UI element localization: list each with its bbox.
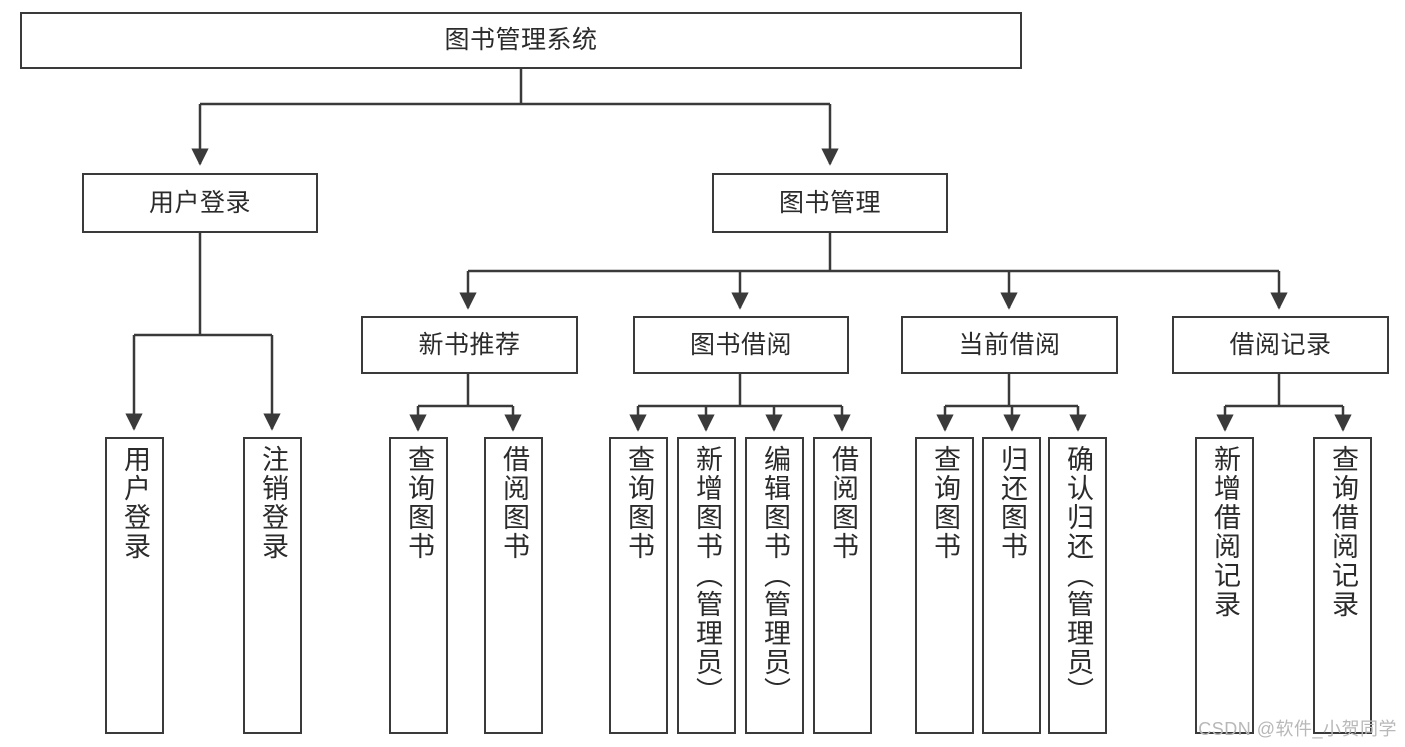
leaf-borrow-record-query-record[interactable]: 查询借阅记录 xyxy=(1313,437,1372,734)
node-label: 查询借阅记录 xyxy=(1328,445,1358,619)
node-root-book-management-system[interactable]: 图书管理系统 xyxy=(20,12,1022,69)
node-label: 用户登录 xyxy=(120,445,150,561)
leaf-borrow-record-add-record[interactable]: 新增借阅记录 xyxy=(1195,437,1254,734)
leaf-new-book-borrow-book[interactable]: 借阅图书 xyxy=(484,437,543,734)
csdn-watermark: CSDN @软件_小贺同学 xyxy=(1198,719,1397,739)
leaf-current-borrow-confirm-return-admin[interactable]: 确认归还（管理员） xyxy=(1048,437,1107,734)
leaf-new-book-query-book[interactable]: 查询图书 xyxy=(389,437,448,734)
leaf-book-borrow-borrow-book[interactable]: 借阅图书 xyxy=(813,437,872,734)
node-label: 图书管理系统 xyxy=(444,26,598,55)
node-label: 借阅记录 xyxy=(1229,330,1332,359)
node-user-login[interactable]: 用户登录 xyxy=(82,173,318,233)
node-label: 图书管理 xyxy=(778,188,881,217)
node-label: 借阅图书 xyxy=(499,445,529,561)
node-label: 归还图书 xyxy=(997,445,1027,561)
node-label: 编辑图书（管理员） xyxy=(760,445,790,706)
leaf-user-login-login[interactable]: 用户登录 xyxy=(105,437,164,734)
node-book-management[interactable]: 图书管理 xyxy=(712,173,948,233)
node-label: 查询图书 xyxy=(404,445,434,561)
node-label: 图书借阅 xyxy=(689,330,792,359)
node-label: 确认归还（管理员） xyxy=(1063,445,1093,706)
leaf-user-login-logout[interactable]: 注销登录 xyxy=(243,437,302,734)
node-book-borrow[interactable]: 图书借阅 xyxy=(633,316,849,374)
node-current-borrow[interactable]: 当前借阅 xyxy=(901,316,1118,374)
leaf-book-borrow-edit-book-admin[interactable]: 编辑图书（管理员） xyxy=(745,437,804,734)
node-label: 借阅图书 xyxy=(828,445,858,561)
node-label: 用户登录 xyxy=(148,188,251,217)
node-label: 新增图书（管理员） xyxy=(692,445,722,706)
leaf-current-borrow-query-book[interactable]: 查询图书 xyxy=(915,437,974,734)
node-label: 查询图书 xyxy=(624,445,654,561)
leaf-book-borrow-add-book-admin[interactable]: 新增图书（管理员） xyxy=(677,437,736,734)
leaf-current-borrow-return-book[interactable]: 归还图书 xyxy=(982,437,1041,734)
node-new-book-recommend[interactable]: 新书推荐 xyxy=(361,316,578,374)
node-label: 新增借阅记录 xyxy=(1210,445,1240,619)
leaf-book-borrow-query-book[interactable]: 查询图书 xyxy=(609,437,668,734)
node-label: 查询图书 xyxy=(930,445,960,561)
node-label: 注销登录 xyxy=(258,445,288,561)
node-label: 新书推荐 xyxy=(418,330,521,359)
node-borrow-record[interactable]: 借阅记录 xyxy=(1172,316,1389,374)
node-label: 当前借阅 xyxy=(958,330,1061,359)
